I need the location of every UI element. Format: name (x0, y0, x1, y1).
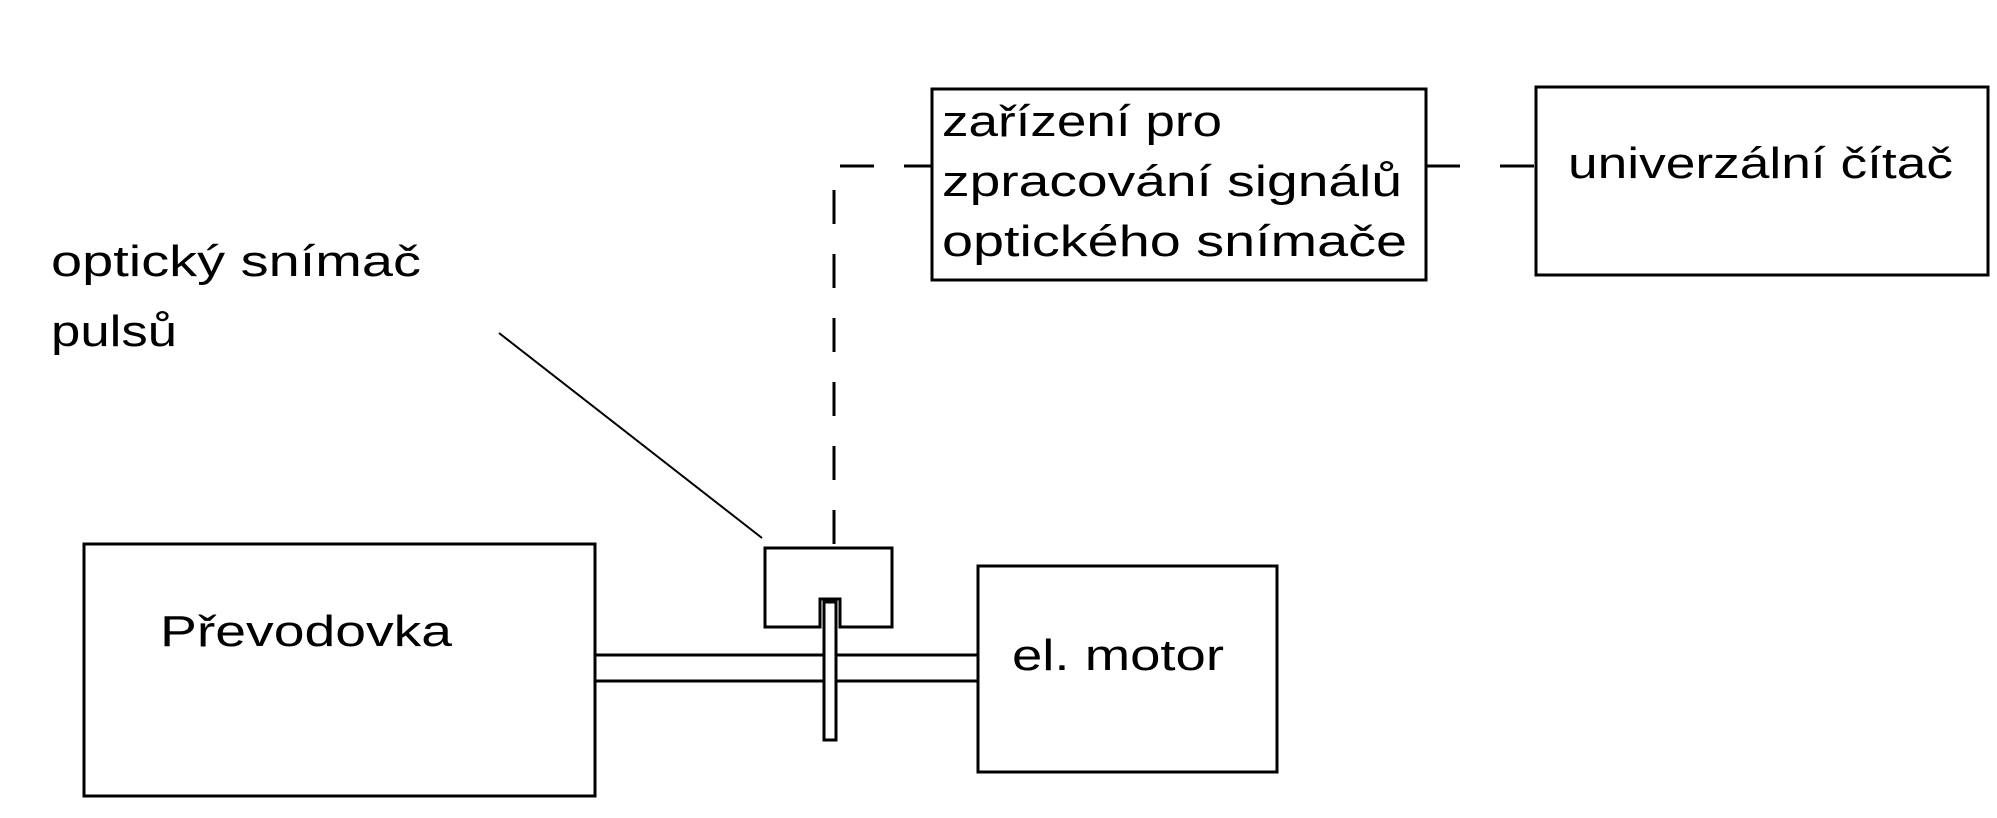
optical-sensor (763, 546, 894, 629)
sensor-caption-line1: optický snímač (51, 237, 421, 286)
pulse-disc (822, 600, 838, 742)
signal-dashed-lines (832, 164, 1536, 544)
counter-label: univerzální čítač (1568, 139, 1953, 188)
sensor-caption-line2: pulsů (51, 307, 177, 356)
sensor-leader-line (498, 332, 763, 539)
gearbox-box (82, 542, 597, 798)
electric-motor-box (976, 564, 1279, 774)
universal-counter-box (1534, 85, 1990, 277)
motor-label: el. motor (1012, 631, 1224, 680)
shaft (595, 653, 978, 683)
gearbox-label: Převodovka (160, 607, 453, 656)
processing-device-box (930, 87, 1428, 282)
processing-label-line3: optického snímače (942, 217, 1407, 266)
processing-label-line2: zpracování signálů (942, 157, 1402, 206)
processing-label-line1: zařízení pro (942, 97, 1222, 146)
